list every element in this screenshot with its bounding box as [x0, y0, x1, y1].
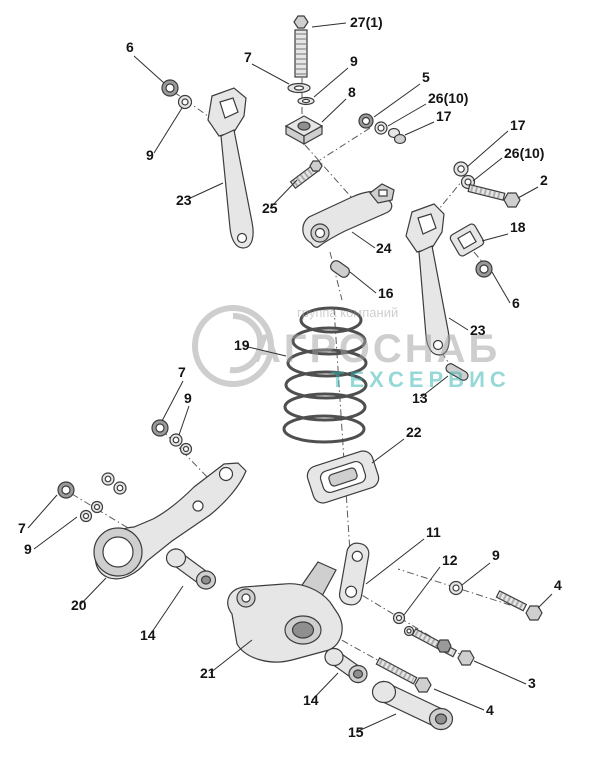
label-17-upper: 17: [436, 108, 452, 124]
label-16: 16: [378, 285, 394, 301]
label-14-upper: 14: [140, 627, 156, 643]
part-bolt-4-bottom: [375, 657, 432, 693]
part-bushing-17-upper: [387, 127, 407, 145]
label-4-right: 4: [554, 577, 562, 593]
part-washers-lower-left: [79, 472, 127, 523]
part-nut-6-left: [161, 79, 179, 97]
part-nut-6-right: [475, 260, 493, 278]
part-bolt-4-right: [495, 590, 543, 621]
part-stud-25: [289, 160, 323, 190]
part-lever-24: [302, 183, 395, 248]
label-20: 20: [71, 597, 87, 613]
label-12: 12: [442, 552, 458, 568]
label-14-lower: 14: [303, 692, 319, 708]
label-22: 22: [406, 424, 422, 440]
label-15: 15: [348, 724, 364, 740]
part-washer-9-left: [177, 94, 193, 110]
part-block-8: [284, 115, 324, 146]
label-23-right: 23: [470, 322, 486, 338]
part-nut-7-lower-left: [57, 481, 75, 499]
part-shackle-11: [338, 542, 370, 606]
label-23-left: 23: [176, 192, 192, 208]
watermark-line2: АГРОСНАБ: [252, 327, 500, 371]
watermark-line3: ТЕХСЕРВИС: [331, 367, 511, 392]
part-washer-7-top: [287, 82, 311, 94]
label-21: 21: [200, 665, 216, 681]
part-bushing-14-upper: [165, 547, 217, 591]
label-26-10-right: 26(10): [504, 145, 544, 161]
label-6-right: 6: [512, 295, 520, 311]
part-housing-21: [227, 561, 343, 663]
part-tube-15: [371, 680, 454, 731]
part-bolt-3: [411, 628, 475, 666]
part-nut-7-mid-left: [151, 419, 169, 437]
label-26-10-upper: 26(10): [428, 90, 468, 106]
part-pin-13: [445, 363, 469, 381]
watermark-logo-icon: [192, 305, 274, 387]
label-6-top-left: 6: [126, 39, 134, 55]
part-bolt-27: [293, 15, 309, 78]
label-3: 3: [528, 675, 536, 691]
label-17-right: 17: [510, 117, 526, 133]
part-bolt-2: [467, 183, 521, 208]
label-9-mid-left: 9: [184, 390, 192, 406]
part-nut-5: [358, 113, 374, 129]
part-plate-18: [449, 223, 485, 257]
label-19: 19: [234, 337, 250, 353]
watermark-logo-swirl-icon: [229, 313, 264, 374]
label-24: 24: [376, 240, 392, 256]
label-4-bottom: 4: [486, 702, 494, 718]
part-lever-23-right: [405, 203, 450, 356]
label-9-left: 9: [146, 147, 154, 163]
label-11: 11: [426, 524, 441, 540]
label-18: 18: [510, 219, 526, 235]
label-9-bottom-right: 9: [492, 547, 500, 563]
leader-lines: [27, 22, 553, 733]
part-seat-22: [306, 450, 380, 504]
label-7-mid-left: 7: [178, 364, 186, 380]
part-washer-17-right: [453, 161, 469, 177]
part-spring-19: [282, 306, 368, 444]
part-bushing-14-lower: [324, 647, 368, 684]
part-labels: 27(1) 6 7 9 8 5 26(10) 17 9 17 26(10) 2 …: [18, 14, 562, 740]
watermark-line1: группа компаний: [297, 305, 398, 320]
label-7-top: 7: [244, 49, 252, 65]
part-cylinder-16: [330, 260, 350, 278]
label-9-lower-left: 9: [24, 541, 32, 557]
label-27-1: 27(1): [350, 14, 383, 30]
part-washers-9-mid-left: [169, 433, 193, 456]
part-washer-12: [392, 611, 415, 637]
label-25: 25: [262, 200, 278, 216]
part-lever-23-left: [207, 87, 254, 249]
label-7-lower-left: 7: [18, 520, 26, 536]
label-8: 8: [348, 84, 356, 100]
label-13: 13: [412, 390, 428, 406]
part-washer-9-top: [297, 96, 315, 106]
label-9-top: 9: [350, 53, 358, 69]
watermark: группа компаний АГРОСНАБ ТЕХСЕРВИС: [192, 305, 511, 392]
label-2: 2: [540, 172, 548, 188]
part-bracket-20: [93, 462, 247, 580]
part-washer-26-upper: [374, 121, 388, 135]
part-washer-9-bottom-right: [448, 580, 464, 596]
label-5: 5: [422, 69, 430, 85]
